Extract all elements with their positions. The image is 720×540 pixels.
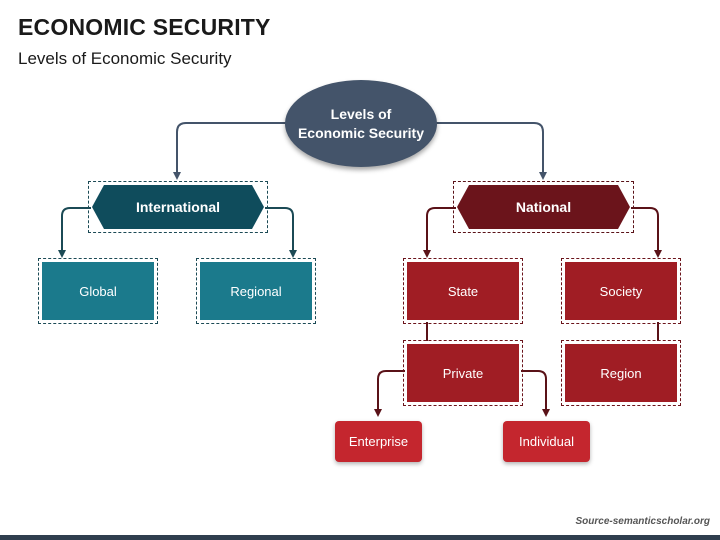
society-node: Society [561,258,681,324]
slide-title: ECONOMIC SECURITY [18,14,271,40]
international-to-global-line [58,207,91,258]
international-label: International [92,185,264,229]
national-node: National [453,181,634,233]
enterprise-node: Enterprise [335,421,422,462]
root-node: Levels of Economic Security [285,80,437,167]
private-node: Private [403,340,523,406]
footer-bar [0,535,720,540]
regional-label: Regional [200,262,312,320]
global-label: Global [42,262,154,320]
international-node: International [88,181,268,233]
root-to-international-line [173,122,287,180]
regional-node: Regional [196,258,316,324]
private-to-enterprise-line [374,370,405,417]
root-to-national-line [436,122,547,180]
private-to-individual-line [521,370,550,417]
state-node: State [403,258,523,324]
global-node: Global [38,258,158,324]
society-label: Society [565,262,677,320]
source-caption: Source-semanticscholar.org [575,516,711,527]
international-to-regional-line [265,207,297,258]
national-to-state-line [423,207,456,258]
national-to-society-line [631,207,662,258]
individual-node: Individual [503,421,590,462]
state-label: State [407,262,519,320]
region-node: Region [561,340,681,406]
region-label: Region [565,344,677,402]
slide-subtitle: Levels of Economic Security [18,49,232,68]
national-label: National [457,185,630,229]
private-label: Private [407,344,519,402]
